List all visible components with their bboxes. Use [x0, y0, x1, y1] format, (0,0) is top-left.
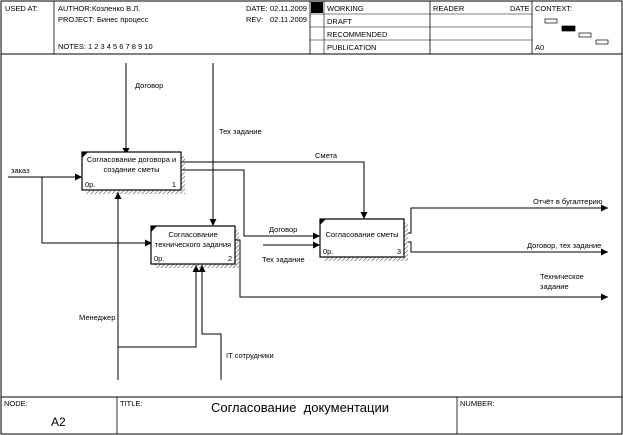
rev-value: 02.11.2009 [270, 15, 307, 24]
label-report-accounting: Отчёт в бугалтерию [533, 197, 603, 206]
label-contract-tech-out: Договор, тех задание [527, 241, 601, 250]
arrow-order-branch [41, 177, 152, 247]
activity-box-1-number: 1 [172, 180, 176, 189]
arrow-it-staff-mech [198, 265, 222, 380]
used-at-label: USED AT: [5, 4, 38, 13]
title-label: TITLE: [120, 399, 143, 408]
project-label: PROJECT: [58, 15, 94, 24]
footer-frame [0, 396, 623, 435]
context-node: A0 [535, 43, 544, 52]
diagram-area-frame [0, 53, 623, 398]
arrows [8, 63, 608, 380]
context-label: CONTEXT: [535, 4, 572, 13]
project-value: Бинес процесс [97, 15, 149, 24]
reader-date-label: DATE [510, 4, 529, 13]
status-working: WORKING [327, 4, 364, 13]
reader-label: READER [433, 4, 465, 13]
activity-box-2-number: 2 [228, 254, 232, 263]
author-value: Козленко В.Л. [92, 4, 140, 13]
date-label: DATE: [246, 4, 268, 13]
arrow-report-out [408, 204, 608, 234]
label-tech-task-out-line2: задание [540, 282, 569, 291]
diagram-title: Согласование документации [211, 400, 389, 415]
activity-box-1-label-line1: Согласование договора и [87, 155, 176, 164]
arrow-contract-mid [182, 169, 320, 240]
label-order: заказ [11, 166, 30, 175]
status-recommended: RECOMMENDED [327, 30, 388, 39]
label-tech-task-mid: Тех задание [262, 255, 305, 264]
notes-numbers: 1 2 3 4 5 6 7 8 9 10 [88, 42, 153, 51]
activity-box-2-cost: 0р. [154, 254, 164, 263]
node-label: NODE: [4, 399, 28, 408]
label-manager: Менеджер [79, 313, 115, 322]
arrow-contract-tech-out [408, 241, 608, 256]
activity-box-1-label-line2: создание сметы [104, 165, 160, 174]
status-publication: PUBLICATION [327, 43, 376, 52]
context-thumbnail [544, 18, 609, 45]
activity-box-2-label-line1: Согласование [168, 230, 217, 239]
activity-box-1[interactable]: Согласование договора и создание сметы 0… [81, 151, 185, 194]
working-status-marker [311, 2, 323, 13]
label-tech-task-out-line1: Техническое [540, 272, 584, 281]
date-value: 02.11.2009 [270, 4, 307, 13]
activity-box-3-label-line1: Согласование сметы [325, 230, 398, 239]
activity-box-1-cost: 0р. [85, 180, 95, 189]
number-label: NUMBER: [460, 399, 495, 408]
status-draft: DRAFT [327, 17, 352, 26]
notes-label: NOTES: [58, 42, 86, 51]
activity-box-3-number: 3 [397, 247, 401, 256]
author-label: AUTHOR: [58, 4, 92, 13]
label-it-staff: IT сотрудники [226, 351, 274, 360]
label-tech-task-top: Тех задание [219, 127, 262, 136]
activity-box-3-cost: 0р. [323, 247, 333, 256]
label-estimate: Смета [315, 151, 338, 160]
activity-box-3[interactable]: Согласование сметы 0р. 3 [319, 218, 408, 261]
label-contract-top: Договор [135, 81, 163, 90]
rev-label: REV: [246, 15, 263, 24]
label-contract-mid: Договор [269, 225, 297, 234]
activity-box-2-label-line2: технического задания [155, 240, 231, 249]
activity-box-2[interactable]: Согласование технического задания 0р. 2 [150, 225, 239, 268]
node-value: A2 [51, 415, 66, 429]
arrow-manager-mech [117, 265, 200, 380]
arrow-estimate [182, 161, 368, 219]
